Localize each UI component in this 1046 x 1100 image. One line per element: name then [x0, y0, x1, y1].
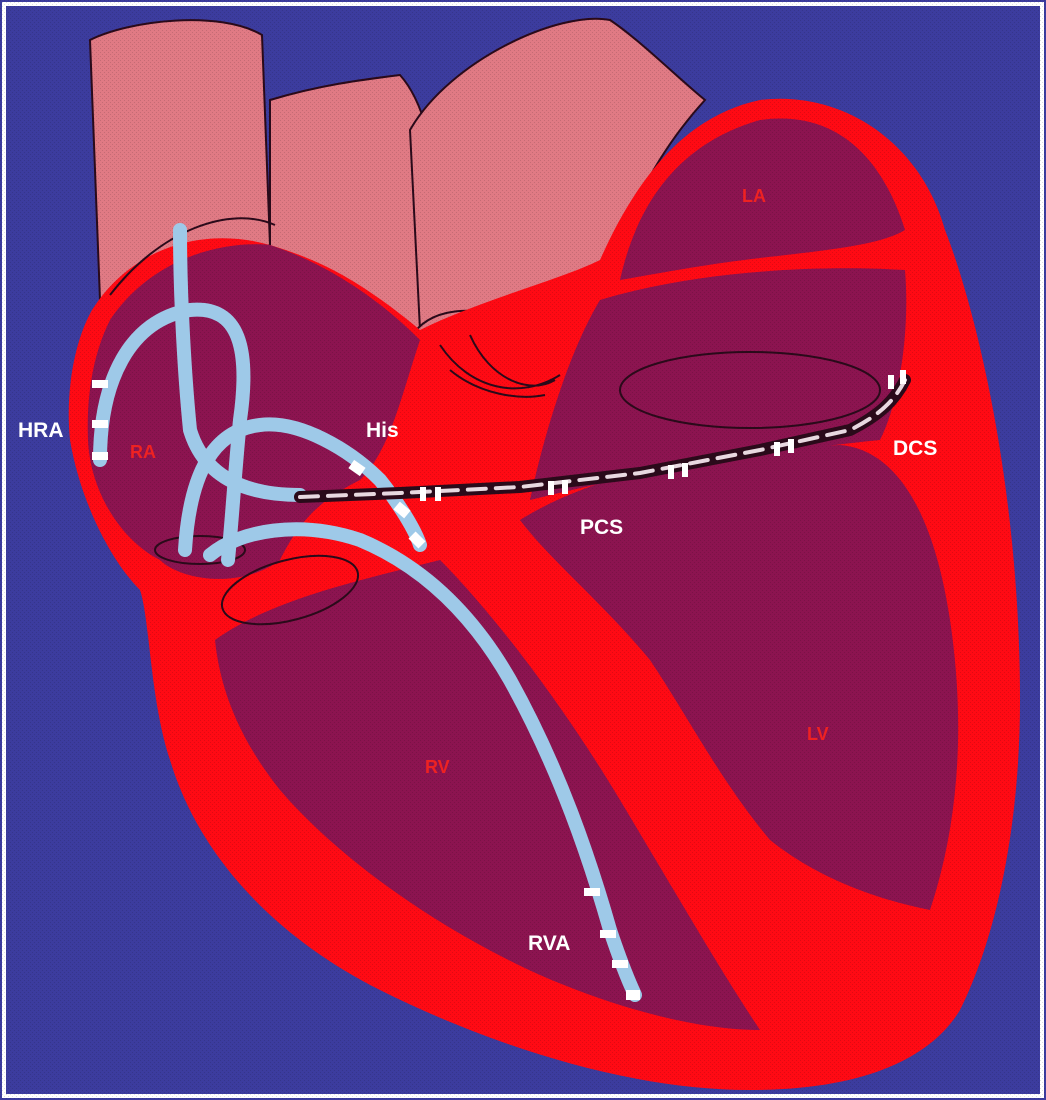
cs-electrode-6: [682, 463, 688, 477]
cs-electrode-4: [562, 480, 568, 494]
hra-electrode-2: [92, 420, 108, 428]
cs-electrode-9: [888, 375, 894, 389]
label-rva: RVA: [528, 932, 570, 955]
label-la: LA: [742, 186, 766, 206]
cs-electrode-1: [420, 487, 426, 501]
cs-electrode-7: [774, 442, 780, 456]
cs-electrode-3: [548, 481, 554, 495]
label-dcs: DCS: [893, 437, 937, 460]
hra-electrode-3: [92, 452, 108, 460]
label-hra: HRA: [18, 419, 64, 442]
label-rv: RV: [425, 757, 450, 777]
label-lv: LV: [807, 724, 829, 744]
label-his: His: [366, 419, 399, 442]
rva-electrode-2: [600, 930, 616, 938]
cs-electrode-8: [788, 439, 794, 453]
cs-electrode-2: [435, 487, 441, 501]
label-pcs: PCS: [580, 516, 623, 539]
label-ra: RA: [130, 442, 156, 462]
rva-electrode-tip: [626, 990, 640, 1000]
hra-electrode-1: [92, 380, 108, 388]
cs-electrode-5: [668, 465, 674, 479]
rva-electrode-1: [584, 888, 600, 896]
rva-electrode-3: [612, 960, 628, 968]
cs-electrode-10: [900, 370, 906, 384]
